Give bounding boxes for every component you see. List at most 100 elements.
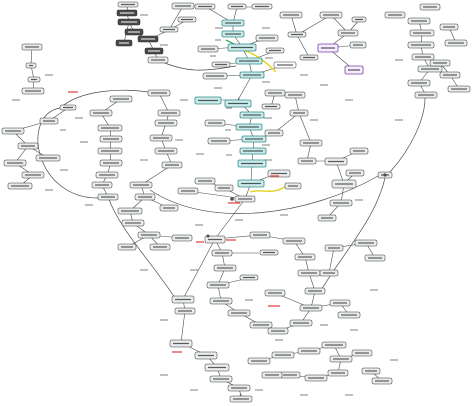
node-label-mark: [348, 69, 360, 71]
node-label-mark: [321, 217, 333, 219]
node-label-mark: [271, 172, 287, 175]
node-label-mark: [153, 246, 167, 248]
node-label-mark: [181, 190, 195, 192]
node-label-mark: [121, 21, 137, 23]
node-label-mark: [253, 234, 267, 236]
node-label-mark: [255, 5, 269, 8]
node-label-mark: [128, 31, 140, 33]
node-label-mark: [141, 234, 157, 236]
node-label-mark: [421, 68, 439, 70]
node-label-mark: [238, 198, 252, 200]
node-label-mark: [411, 44, 431, 46]
node-label-mark: [198, 5, 212, 8]
node-label-mark: [208, 366, 226, 369]
node-label-mark: [231, 387, 247, 389]
node-label-mark: [5, 130, 21, 132]
node-label-mark: [213, 378, 229, 380]
node-label-mark: [263, 251, 275, 254]
node-label-mark: [95, 184, 109, 186]
node-label-mark: [353, 150, 365, 152]
node-label-mark: [133, 184, 149, 186]
node-label-mark: [121, 210, 139, 212]
node-label-mark: [148, 50, 160, 52]
node-label-mark: [308, 290, 322, 292]
node-label-mark: [218, 187, 230, 189]
node-label-mark: [239, 60, 259, 62]
node-label-mark: [265, 105, 277, 108]
node-label-mark: [201, 48, 215, 50]
junction-dot: [206, 234, 210, 238]
node-label-mark: [271, 330, 285, 332]
node-label-mark: [217, 267, 233, 269]
node-label-mark: [349, 172, 361, 174]
long-connection-edge: [389, 97, 426, 173]
node-label-mark: [125, 222, 141, 224]
node-label-mark: [151, 92, 167, 94]
node-label-mark: [165, 164, 179, 166]
node-label-mark: [245, 138, 263, 140]
node-label-mark: [443, 26, 455, 28]
node-label-mark: [423, 6, 437, 8]
node-label-mark: [331, 372, 345, 374]
node-label-mark: [308, 377, 324, 379]
node-label-mark: [208, 122, 222, 124]
node-label-mark: [301, 160, 313, 162]
node-label-mark: [283, 374, 297, 376]
node-label-mark: [175, 298, 191, 301]
node-label-mark: [93, 112, 109, 114]
node-label-mark: [208, 238, 222, 241]
reaction-edge: [30, 46, 35, 92]
node-label-mark: [101, 127, 119, 129]
long-connection-layer: [37, 59, 426, 299]
node-label-mark: [328, 247, 340, 249]
node-label-mark: [25, 90, 41, 92]
node-label-mark: [411, 20, 427, 22]
node-label-mark: [243, 114, 261, 116]
node-label-mark: [141, 38, 155, 40]
node-label-mark: [7, 162, 23, 164]
node-label-mark: [291, 33, 303, 36]
node-label-mark: [265, 374, 279, 376]
node-label-mark: [210, 284, 226, 286]
node-label-mark: [303, 307, 319, 309]
node-label-mark: [99, 174, 115, 176]
node-label-mark: [333, 358, 349, 360]
node-label-mark: [231, 5, 243, 8]
reaction-edge: [296, 34, 310, 58]
node-label-mark: [158, 150, 174, 152]
node-label-mark: [298, 256, 312, 258]
node-label-mark: [277, 64, 293, 66]
node-label-mark: [101, 150, 119, 152]
long-connection-edge: [319, 177, 386, 293]
long-connection-edge: [149, 175, 379, 214]
node-label-mark: [21, 145, 35, 147]
junction-dot: [383, 173, 387, 177]
node-label-mark: [433, 62, 447, 64]
node-label-mark: [259, 37, 275, 39]
node-label-mark: [231, 46, 253, 49]
node-label-mark: [231, 312, 247, 314]
node-label-mark: [283, 14, 299, 16]
node-label-mark: [288, 94, 302, 96]
node-label-mark: [215, 252, 229, 254]
node-label-mark: [233, 398, 249, 400]
node-label-mark: [303, 142, 319, 144]
node-label-mark: [198, 354, 214, 357]
node-label-mark: [353, 44, 363, 46]
node-label-mark: [225, 22, 241, 24]
node-label-mark: [323, 14, 339, 16]
node-label-mark: [325, 344, 343, 346]
node-label-mark: [443, 74, 457, 76]
node-label-mark: [243, 74, 261, 76]
node-label-mark: [368, 257, 382, 259]
node-label-mark: [121, 246, 133, 248]
node-label-mark: [178, 310, 192, 312]
node-label-mark: [301, 350, 317, 352]
node-label-mark: [173, 342, 189, 345]
node-label-mark: [239, 126, 259, 128]
node-label-mark: [328, 160, 344, 163]
node-label-mark: [215, 63, 227, 66]
node-label-mark: [418, 94, 434, 96]
node-label-mark: [228, 102, 248, 105]
